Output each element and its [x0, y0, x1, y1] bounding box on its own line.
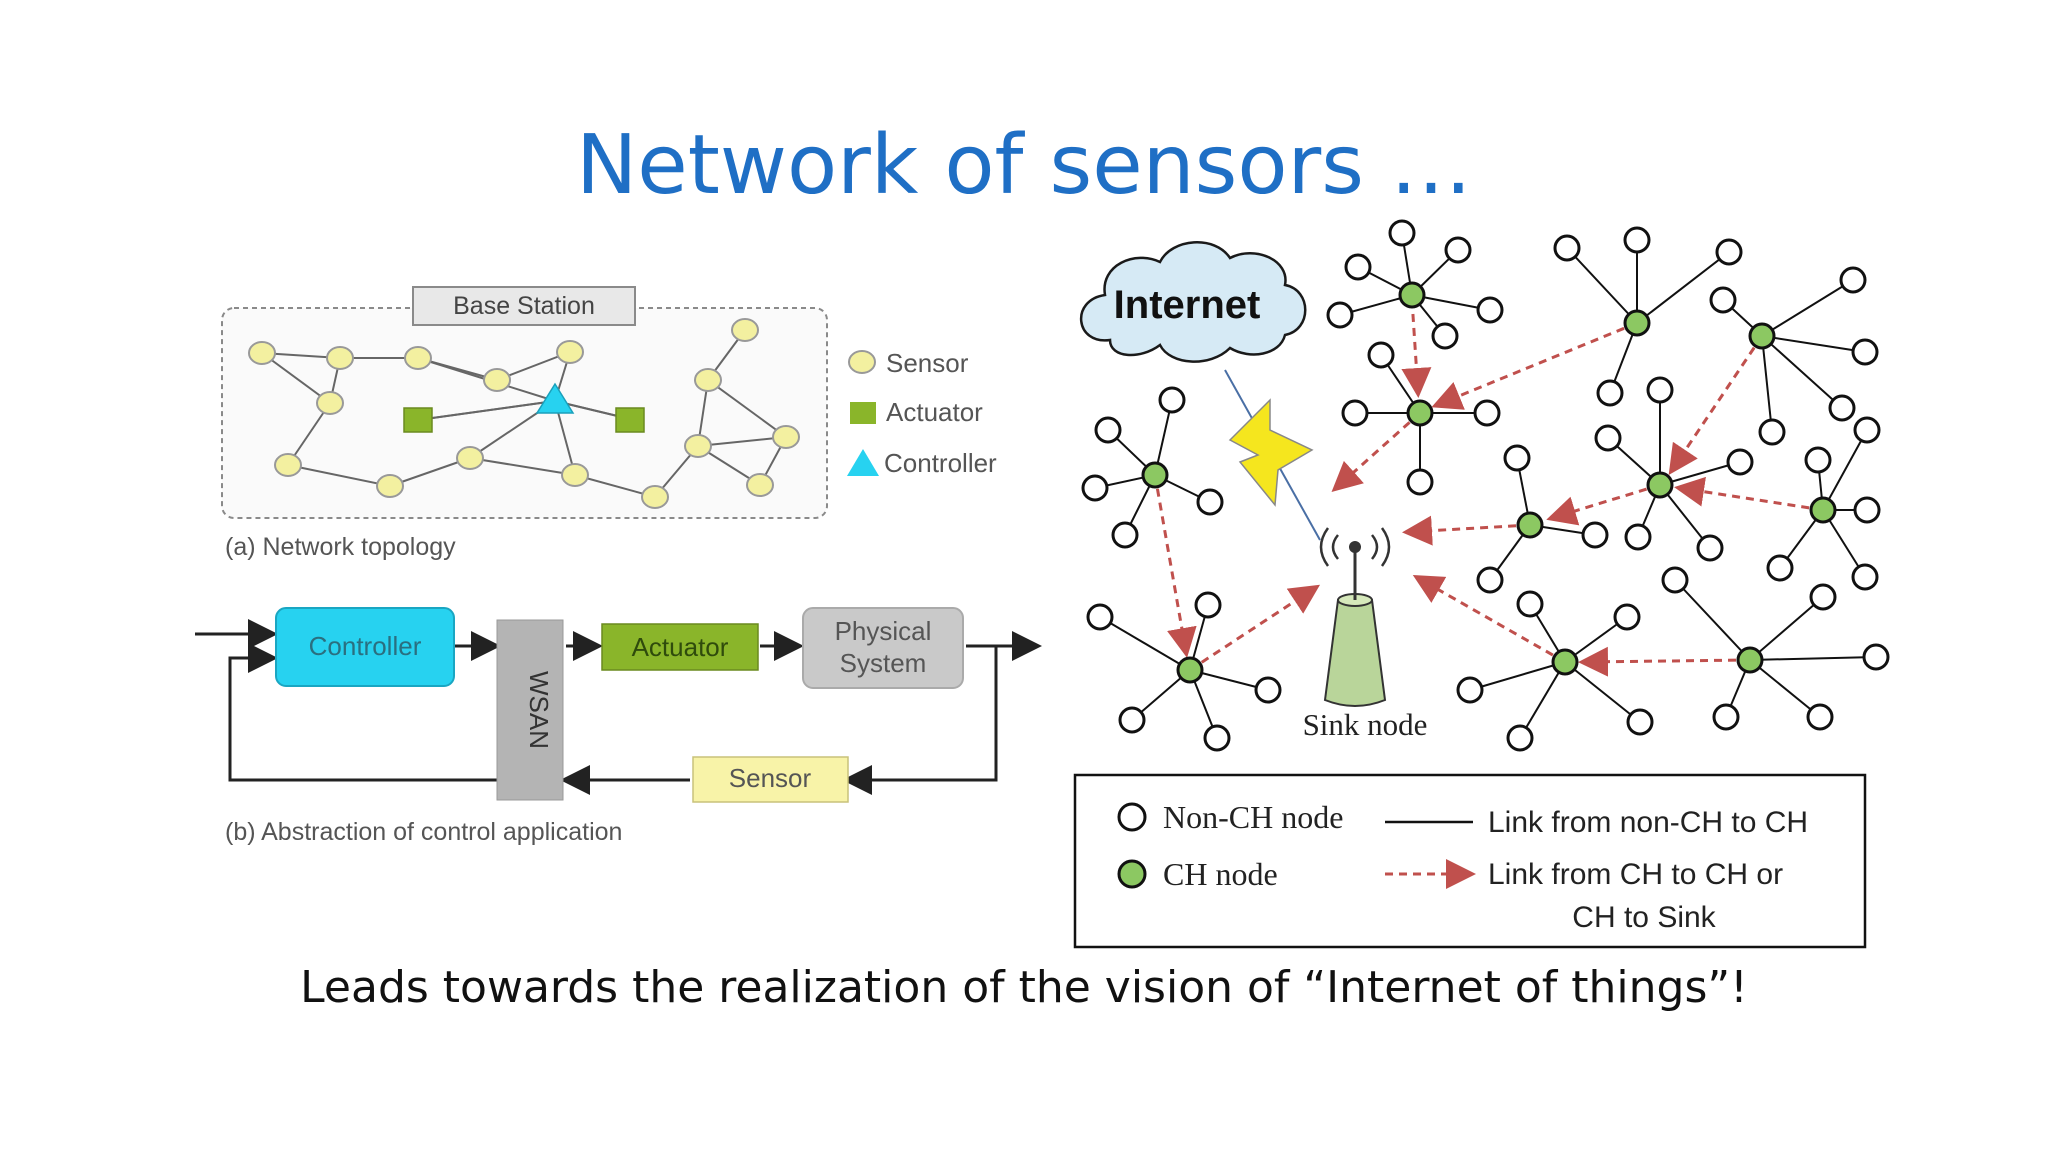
non-ch-nodes [1081, 219, 1890, 752]
base-station-label-box: Base Station [412, 286, 636, 326]
sensor-node [376, 474, 404, 498]
sensor-node [772, 425, 800, 449]
ch-node-icon [1117, 859, 1147, 889]
sensor-node [561, 463, 589, 487]
sensor-node [326, 346, 354, 370]
sensor-node [694, 368, 722, 392]
sensor-circle-icon [848, 350, 876, 374]
sensor-block: Sensor [692, 756, 849, 803]
controller-block-label: Controller [309, 631, 422, 661]
radio-wave-icon [1319, 527, 1391, 567]
non-ch-node-icon [1117, 802, 1147, 832]
internet-label: Internet [1114, 283, 1261, 327]
sensor-node [746, 473, 774, 497]
physical-system-label-line2: System [840, 648, 927, 678]
actuator-node [403, 407, 433, 433]
legend-sensor-label: Sensor [886, 348, 969, 378]
slide-caption: Leads towards the realization of the vis… [300, 962, 1748, 1013]
ch-links [1153, 299, 1824, 677]
sensor-node [556, 340, 584, 364]
lightning-icon [1228, 398, 1314, 507]
physical-system-label-line1: Physical [835, 616, 932, 646]
legend-solid-link-label: Link from non-CH to CH [1488, 806, 1808, 839]
topology-sensors [248, 318, 800, 509]
sensor-node [404, 346, 432, 370]
caption-control-application: (b) Abstraction of control application [225, 818, 622, 846]
topology-legend: Sensor Actuator Controller [847, 348, 997, 478]
sensor-node [684, 434, 712, 458]
network-legend: Non-CH node CH node Link from non-CH to … [1073, 773, 1867, 949]
caption-network-topology: (a) Network topology [225, 533, 456, 561]
sensor-node [641, 485, 669, 509]
legend-ch-label: CH node [1163, 856, 1278, 892]
sensor-block-label: Sensor [729, 763, 812, 793]
legend-actuator-label: Actuator [886, 397, 983, 427]
legend-dashed-link-label-line1: Link from CH to CH or [1488, 858, 1783, 891]
base-station-label: Base Station [453, 292, 595, 320]
sink-node-label: Sink node [1303, 707, 1428, 742]
physical-system-block: Physical System [802, 607, 964, 689]
wsan-block: WSAN [496, 619, 564, 801]
sensor-node [316, 391, 344, 415]
controller-block: Controller [275, 607, 455, 687]
actuator-node [615, 407, 645, 433]
sensor-node [731, 318, 759, 342]
actuator-square-icon [850, 402, 876, 424]
ch-nodes [1141, 281, 1837, 684]
legend-controller-label: Controller [884, 448, 997, 478]
controller-node [535, 382, 575, 414]
sink-node: Sink node [1303, 527, 1428, 742]
internet-cloud: Internet [1079, 241, 1307, 363]
control-loop-lines [195, 619, 1042, 795]
sensor-node [456, 446, 484, 470]
slide-title: Network of sensors … [575, 118, 1473, 213]
legend-dashed-link-label-line2: CH to Sink [1572, 901, 1716, 934]
sensor-node [274, 453, 302, 477]
wsan-block-label: WSAN [524, 671, 554, 749]
controller-triangle-icon [847, 449, 879, 476]
actuator-block-label: Actuator [632, 632, 729, 662]
sensor-node [483, 368, 511, 392]
legend-non-ch-label: Non-CH node [1163, 799, 1343, 835]
sensor-node [248, 341, 276, 365]
actuator-block: Actuator [601, 623, 759, 671]
